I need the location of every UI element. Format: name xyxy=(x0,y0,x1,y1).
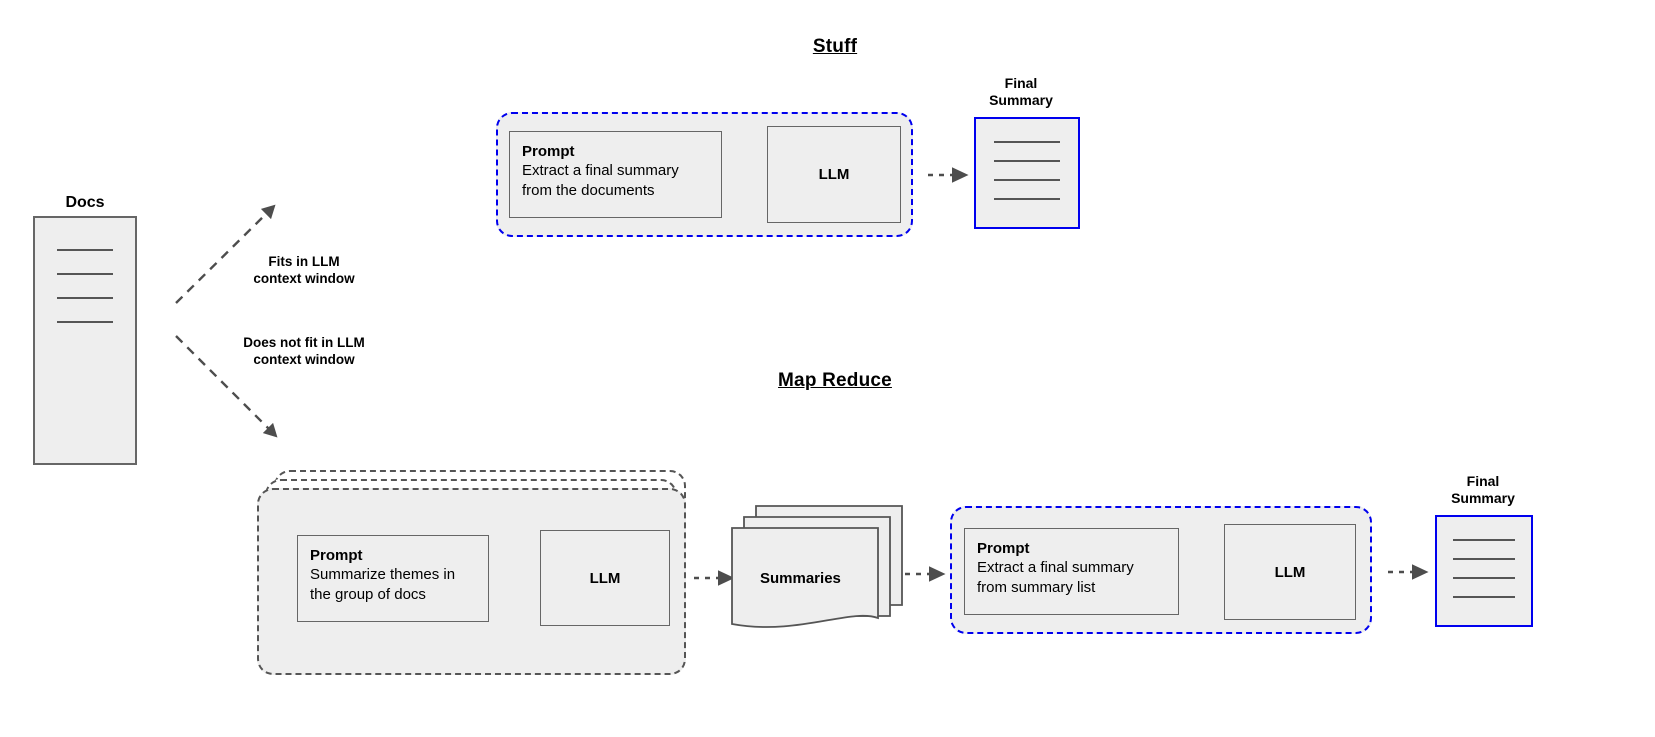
docs-line xyxy=(57,321,113,323)
docs-line xyxy=(57,297,113,299)
summary-line xyxy=(1453,577,1515,579)
summaries-label: Summaries xyxy=(760,570,841,587)
map-llm-box: LLM xyxy=(540,530,670,626)
map-prompt-box: Prompt Summarize themes in the group of … xyxy=(297,535,489,622)
branch-label-fits: Fits in LLM context window xyxy=(253,254,355,286)
summary-line xyxy=(994,141,1060,143)
map-final-summary-caption: Final Summary xyxy=(1451,473,1515,506)
summaries-stack xyxy=(731,505,903,628)
summaries-copy-1 xyxy=(731,527,879,628)
reduce-prompt-title: Prompt xyxy=(977,540,1030,557)
map-final-summary-box xyxy=(1435,515,1533,627)
summary-line xyxy=(1453,596,1515,598)
stuff-final-summary-lines xyxy=(976,141,1078,200)
summary-line xyxy=(1453,539,1515,541)
map-final-summary-lines xyxy=(1437,539,1531,598)
branch-label-does-not-fit: Does not fit in LLM context window xyxy=(243,335,365,367)
stuff-title: Stuff xyxy=(812,36,858,57)
summary-line xyxy=(994,179,1060,181)
map-prompt-body: Summarize themes in the group of docs xyxy=(310,566,456,603)
docs-label: Docs xyxy=(65,194,105,211)
docs-line xyxy=(57,249,113,251)
stuff-final-summary-box xyxy=(974,117,1080,229)
stuff-prompt-box: Prompt Extract a final summary from the … xyxy=(509,131,722,218)
stuff-prompt-body: Extract a final summary from the documen… xyxy=(522,162,679,199)
docs-line xyxy=(57,273,113,275)
stuff-llm-label: LLM xyxy=(818,166,850,183)
map-prompt-title: Prompt xyxy=(310,547,363,564)
summary-line xyxy=(1453,558,1515,560)
stuff-prompt-title: Prompt xyxy=(522,143,575,160)
reduce-llm-box: LLM xyxy=(1224,524,1356,620)
docs-box xyxy=(33,216,137,465)
stuff-llm-box: LLM xyxy=(767,126,901,223)
map-llm-label: LLM xyxy=(589,569,621,587)
reduce-prompt-box: Prompt Extract a final summary from summ… xyxy=(964,528,1179,615)
stuff-final-summary-caption: Final Summary xyxy=(989,75,1053,108)
map-reduce-title: Map Reduce xyxy=(778,370,892,391)
reduce-llm-label: LLM xyxy=(1274,563,1306,581)
docs-lines xyxy=(35,249,135,323)
reduce-prompt-body: Extract a final summary from summary lis… xyxy=(977,559,1134,596)
summary-line xyxy=(994,198,1060,200)
summary-line xyxy=(994,160,1060,162)
